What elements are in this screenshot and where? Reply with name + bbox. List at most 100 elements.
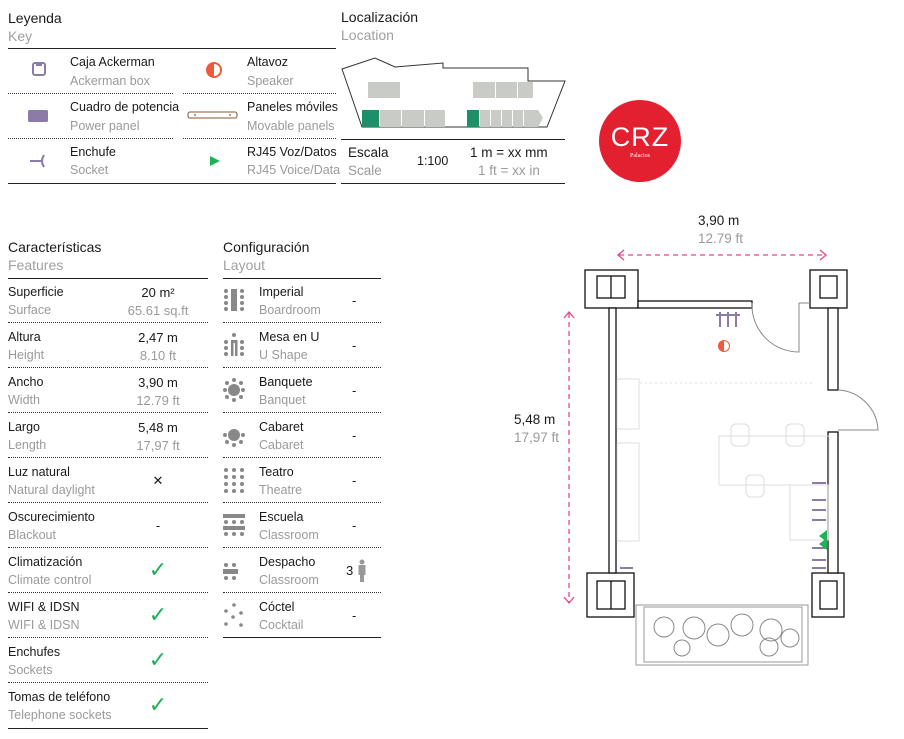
plant-icons	[653, 613, 800, 657]
layout-capacity: -	[352, 473, 357, 488]
layout-label-en: Classroom	[259, 573, 319, 587]
layout-label-en: Cabaret	[259, 438, 304, 452]
crz-logo: CRZ Palacios	[599, 100, 681, 182]
feature-label: Largo	[8, 420, 40, 434]
feature-value-imperial: 65.61 sq.ft	[127, 303, 189, 318]
feature-value-imperial: 17,97 ft	[136, 438, 180, 453]
legend-title: Leyenda	[8, 10, 62, 26]
layout-label-en: Cocktail	[259, 618, 304, 632]
plan-width-m: 3,90 m	[698, 213, 740, 228]
layout-label: Imperial	[259, 285, 304, 299]
divider	[8, 278, 208, 279]
legend-label: Cuadro de potencia	[70, 100, 180, 114]
divider	[8, 138, 173, 139]
scale-ratio: 1:100	[417, 154, 449, 168]
balcony	[635, 604, 809, 666]
boardroom-icon	[224, 289, 244, 311]
divider	[223, 457, 381, 458]
feature-label-en: Climate control	[8, 573, 92, 587]
doors	[751, 302, 879, 431]
ackerman-box-icon	[32, 62, 46, 76]
feature-value: ✕	[152, 473, 164, 488]
features-subtitle: Features	[8, 257, 64, 273]
divider	[8, 367, 208, 368]
layout-label: Cóctel	[259, 600, 295, 614]
legend-label: Paneles móviles	[247, 100, 339, 114]
feature-label-en: Width	[8, 393, 40, 407]
speaker-icon	[206, 62, 222, 78]
cabaret-icon	[223, 429, 245, 447]
legend-label-en: Ackerman box	[70, 74, 150, 88]
layout-label: Despacho	[259, 555, 316, 569]
divider	[183, 138, 336, 139]
feature-value: 3,90 m	[138, 375, 178, 390]
theatre-icon	[224, 468, 244, 493]
feature-label: Superficie	[8, 285, 64, 299]
logo-text: CRZ	[610, 122, 670, 152]
layout-label: Banquete	[259, 375, 313, 389]
feature-label: WIFI & IDSN	[8, 600, 80, 614]
divider	[223, 367, 381, 368]
feature-label-en: Surface	[8, 303, 52, 317]
feature-value-imperial: 8.10 ft	[139, 348, 177, 363]
speaker-icon	[718, 340, 730, 352]
layout-capacity: -	[352, 293, 357, 308]
feature-value: -	[155, 518, 161, 533]
layout-label: Escuela	[259, 510, 304, 524]
layout-capacity: -	[352, 428, 357, 443]
check-icon: ✓	[148, 692, 168, 717]
feature-value: 5,48 m	[138, 420, 178, 435]
building-location-map	[341, 57, 566, 128]
location-title: Localización	[341, 9, 419, 25]
legend-label-en: Socket	[70, 163, 109, 177]
legend-label: RJ45 Voz/Datos	[247, 145, 337, 159]
divider	[223, 547, 381, 548]
layout-capacity: -	[352, 383, 357, 398]
logo-subtext: Palacios	[630, 153, 650, 159]
divider	[341, 139, 565, 140]
movable-panels-icon	[187, 111, 238, 119]
layout-capacity: -	[352, 518, 357, 533]
socket-icons	[620, 312, 826, 569]
layout-label: Teatro	[259, 465, 294, 479]
plan-length-ft: 17,97 ft	[514, 430, 560, 445]
feature-label: Ancho	[8, 375, 44, 389]
divider	[183, 93, 336, 94]
feature-label: Oscurecimiento	[8, 510, 95, 524]
feature-label-en: Sockets	[8, 663, 53, 677]
layout-title: Configuración	[223, 239, 310, 255]
divider	[8, 457, 208, 458]
feature-label-en: Length	[8, 438, 47, 452]
legend-label-en: Speaker	[247, 74, 294, 88]
legend-subtitle: Key	[8, 28, 33, 44]
check-icon: ✓	[148, 602, 168, 627]
divider	[223, 278, 381, 279]
scale-label-en: Scale	[348, 163, 382, 178]
feature-label-en: Blackout	[8, 528, 56, 542]
feature-label-en: Height	[8, 348, 45, 362]
divider	[8, 183, 336, 184]
legend-label-en: Movable panels	[247, 119, 335, 133]
layout-capacity: -	[352, 608, 357, 623]
layout-label-en: Banquet	[259, 393, 306, 407]
plan-width-ft: 12.79 ft	[698, 231, 744, 246]
person-icon	[358, 559, 366, 582]
layout-label: Mesa en U	[259, 330, 320, 344]
socket-icon	[30, 154, 45, 168]
layout-label-en: Classroom	[259, 528, 319, 542]
layout-capacity: 3	[346, 563, 354, 578]
divider	[341, 183, 565, 184]
divider	[8, 502, 208, 503]
divider	[223, 412, 381, 413]
feature-label-en: WIFI & IDSN	[8, 618, 80, 632]
divider	[8, 322, 208, 323]
office-icon	[223, 563, 238, 580]
power-panel-icon	[28, 110, 48, 122]
feature-label: Tomas de teléfono	[8, 690, 111, 704]
feature-label-en: Telephone sockets	[8, 708, 112, 722]
divider	[8, 682, 208, 683]
feature-value: 2,47 m	[138, 330, 178, 345]
divider	[8, 637, 208, 638]
divider	[223, 502, 381, 503]
feature-label-en: Natural daylight	[8, 483, 95, 497]
